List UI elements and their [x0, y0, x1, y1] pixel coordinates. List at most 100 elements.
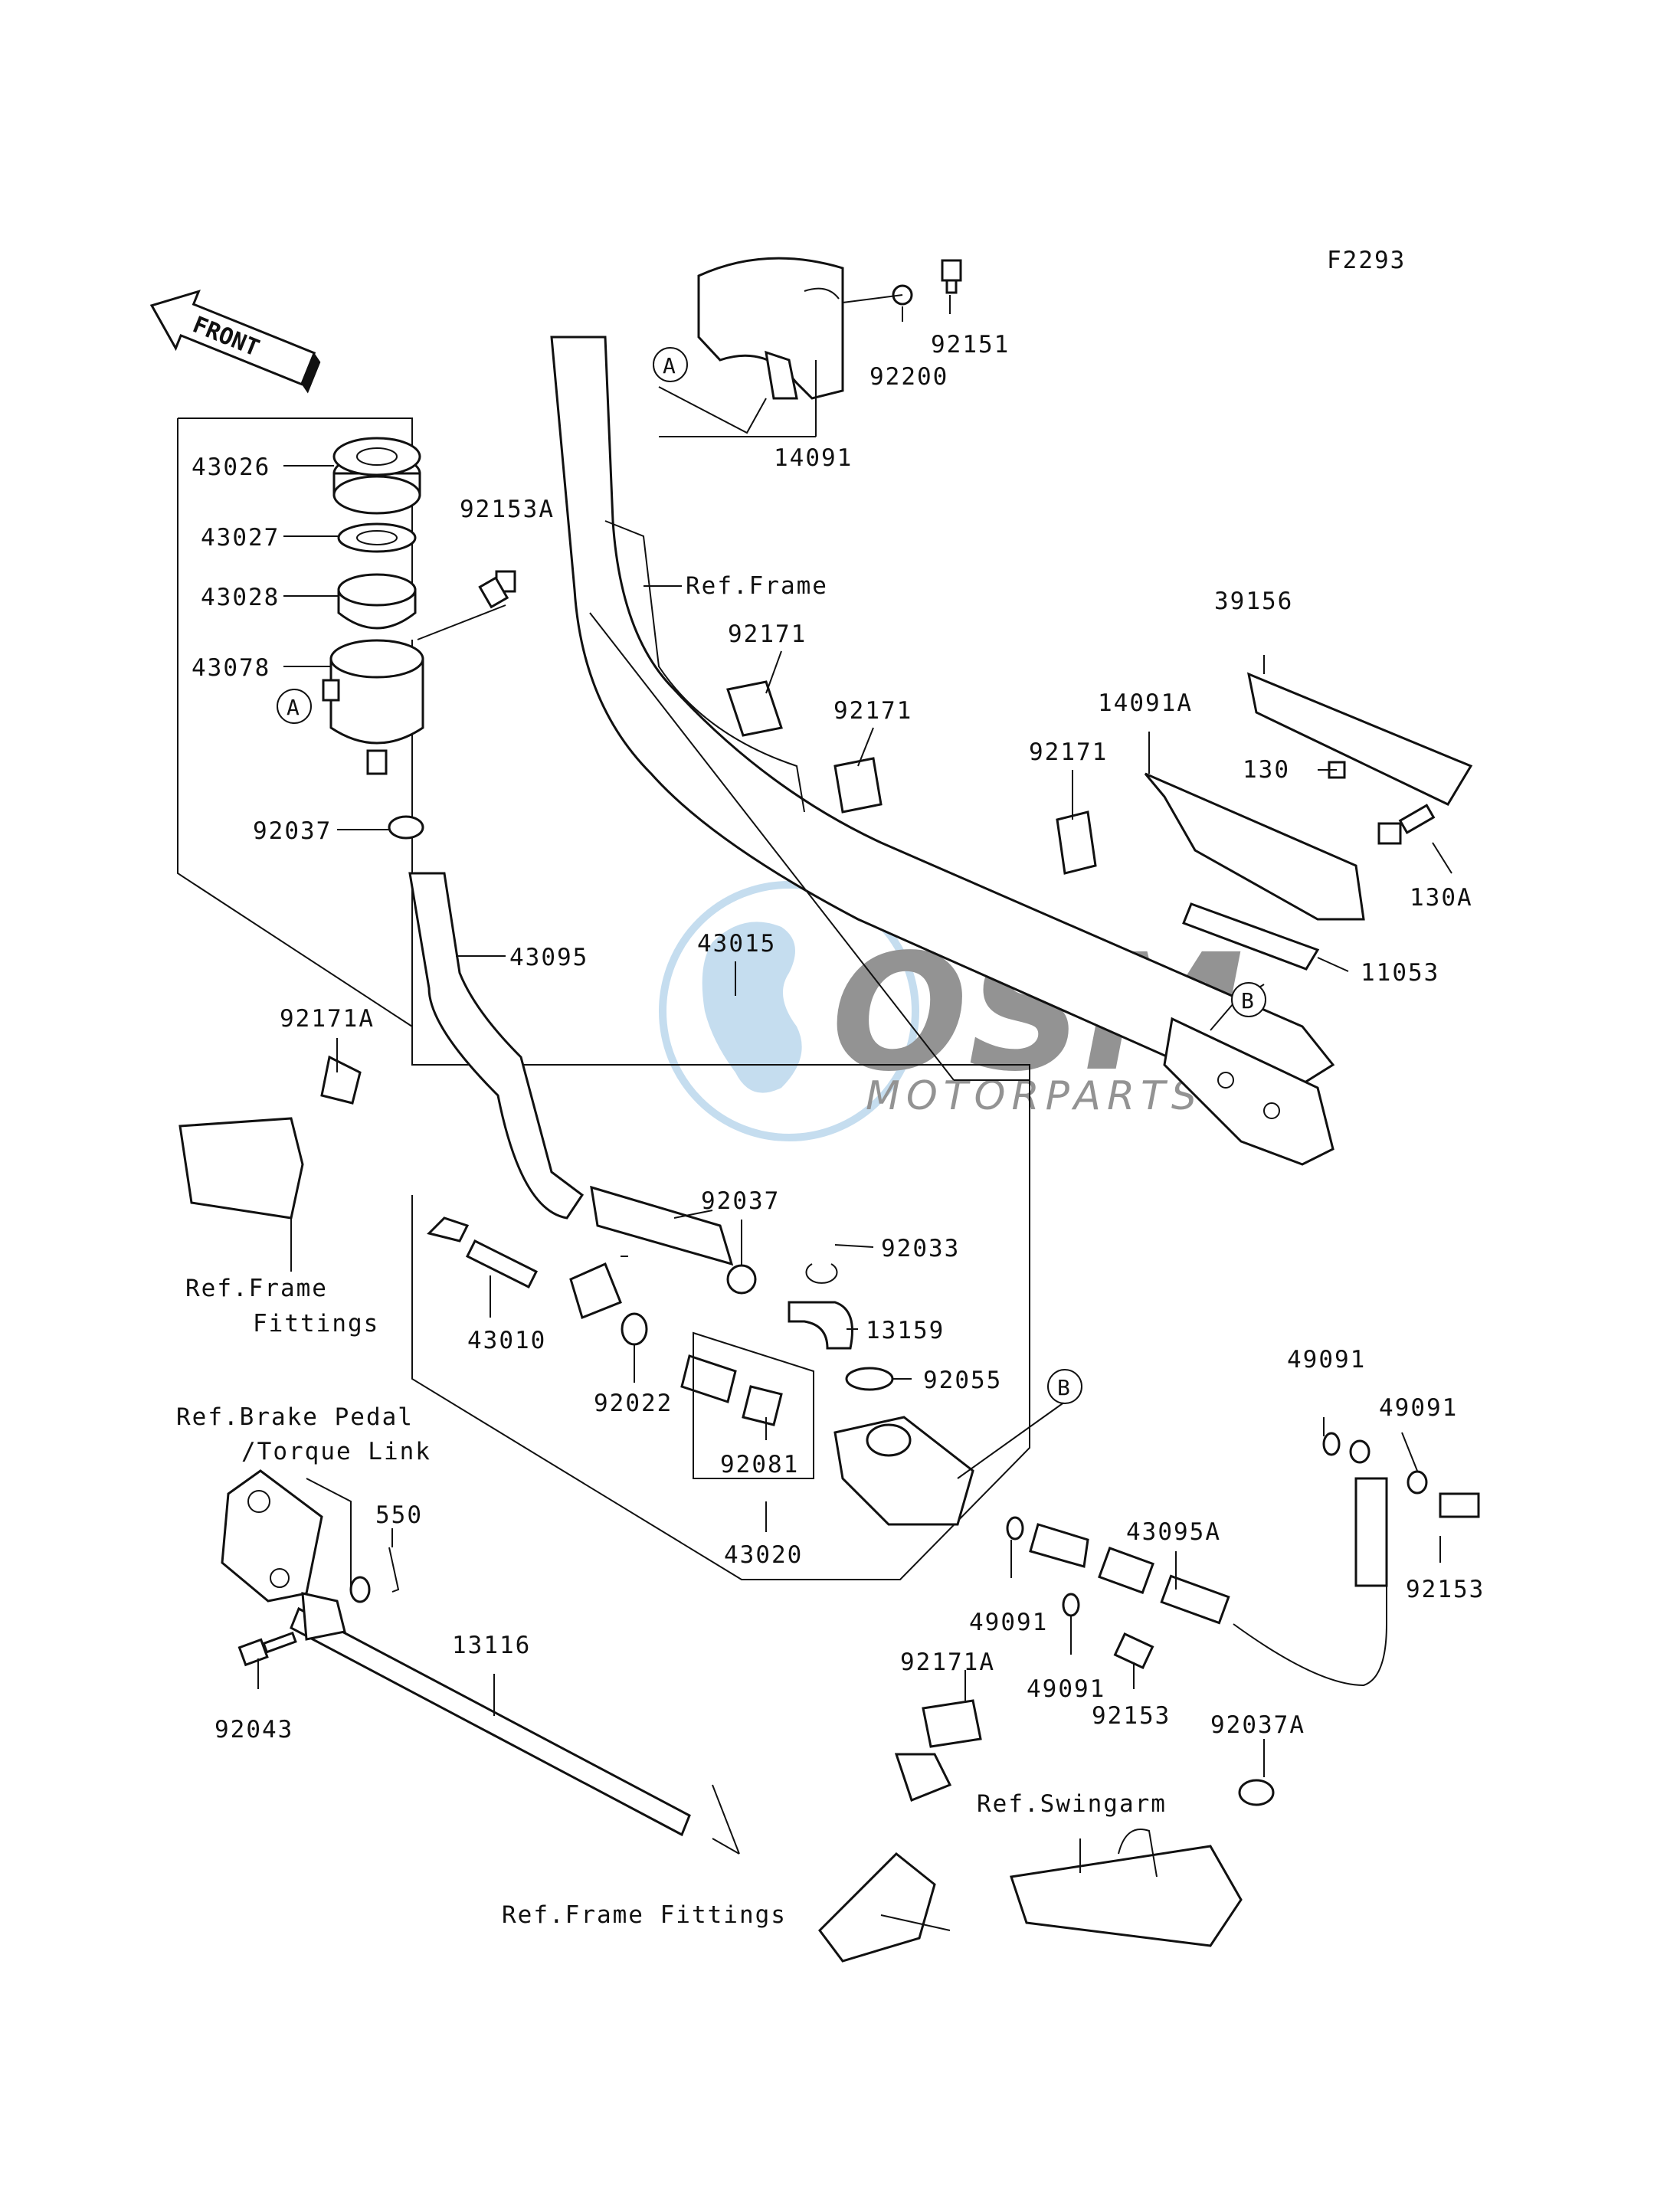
part-labels: 14091 92200 92151 43026 43027 43028 4307… [192, 331, 1485, 1744]
swingarm-fitting [1010, 1779, 1275, 1947]
part-label: 550 [375, 1501, 423, 1529]
reservoir-cap [332, 437, 421, 515]
push-rod-13116 [290, 1606, 691, 1837]
part-label: 43028 [201, 584, 280, 611]
part-label: 92055 [923, 1367, 1002, 1394]
bolt-92151 [941, 259, 962, 294]
part-label: 92171 [1029, 738, 1108, 766]
marker-a-reservoir: A [277, 689, 312, 724]
brake-pedal-frame [306, 1478, 352, 1593]
part-label: 92037 [701, 1187, 780, 1215]
part-label: 92033 [881, 1235, 960, 1262]
part-label: 49091 [969, 1609, 1048, 1636]
piston-group-frame [693, 1331, 814, 1479]
cotter-pin-550 [388, 1547, 400, 1593]
part-label: 92022 [594, 1390, 673, 1417]
part-label: 92171 [728, 620, 807, 648]
ref-swingarm: Ref.Swingarm [977, 1790, 1167, 1818]
hose-clamp [388, 815, 424, 840]
master-cylinder-body [833, 1416, 974, 1526]
push-rod-assembly [427, 1216, 622, 1320]
part-label: 49091 [1027, 1675, 1105, 1703]
part-label: 92081 [720, 1451, 799, 1478]
circlip-92033 [805, 1263, 838, 1284]
o-ring-92055 [845, 1367, 894, 1391]
part-label: 43010 [467, 1327, 546, 1354]
part-label: 13116 [452, 1632, 531, 1659]
svg-text:A: A [663, 353, 676, 378]
part-label: 92037A [1210, 1711, 1305, 1739]
ref-frame: Ref.Frame [686, 572, 828, 600]
leader-lines [257, 294, 1452, 1931]
diaphragm [337, 573, 417, 630]
svg-text:B: B [1057, 1375, 1070, 1400]
brake-hose-upper-fitting [1322, 1432, 1480, 1587]
frame-tube [550, 336, 1335, 1105]
brake-hose-fittings [1006, 1516, 1230, 1625]
diaphragm-plate [337, 522, 417, 553]
ref-frame-fittings-line1: Ref.Frame [185, 1275, 328, 1302]
part-label: 14091A [1098, 689, 1193, 717]
part-label: 49091 [1379, 1394, 1458, 1422]
push-rod-clevis [301, 1592, 346, 1641]
push-rod-ref-lines [712, 1784, 740, 1855]
bracket-cover [1246, 672, 1473, 806]
part-label: 92153A [460, 496, 555, 523]
watermark-continent-icon [702, 922, 802, 1093]
part-label: 92151 [931, 331, 1010, 359]
reference-labels: Ref.Frame Ref.Frame Fittings Ref.Brake P… [176, 572, 1167, 1929]
piston-assembly [680, 1354, 783, 1426]
marker-b-frame: B [1231, 982, 1266, 1017]
ref-frame-fittings-line2: Fittings [253, 1310, 379, 1338]
part-label: 92171 [833, 697, 912, 725]
bolt-130a [1377, 804, 1436, 845]
part-label: 14091 [774, 444, 853, 472]
part-label: 43026 [192, 453, 270, 481]
banjo-bolt-92153 [1113, 1632, 1154, 1670]
svg-text:B: B [1241, 988, 1254, 1013]
reservoir-hose-lower [590, 1185, 734, 1266]
frame-fittings-left [178, 1055, 362, 1220]
brake-pedal-link [221, 1469, 371, 1603]
frame-end-bracket [1163, 1017, 1335, 1166]
part-label: 43095A [1126, 1518, 1221, 1546]
plate-11053 [1182, 902, 1320, 971]
ref-brake-pedal-line2: /Torque Link [241, 1438, 431, 1465]
connector-13159 [788, 1301, 853, 1350]
part-label: 43078 [192, 654, 270, 682]
brake-hose [1233, 1578, 1387, 1687]
part-label: 130 [1243, 756, 1290, 784]
heat-guard [697, 257, 844, 400]
part-label: 92171A [900, 1649, 995, 1676]
diagram-code: F2293 [1327, 247, 1406, 274]
svg-text:A: A [287, 695, 300, 720]
part-label: 43027 [201, 524, 280, 552]
frame-clamp-1 [726, 680, 783, 737]
part-label: 92200 [869, 363, 948, 391]
part-label: 49091 [1287, 1346, 1366, 1374]
front-arrow-icon: FRONT [149, 290, 321, 394]
reservoir-body [322, 639, 424, 775]
bracket-14091a [1144, 772, 1365, 921]
reservoir-hose [408, 872, 585, 1220]
bolt-92153a [478, 570, 516, 609]
frame-fittings-bottom [818, 1699, 982, 1963]
frame-clamp-3 [1056, 810, 1097, 875]
part-label: 92171A [280, 1005, 375, 1033]
clevis-pin-92043 [237, 1631, 297, 1667]
part-label: 92037 [253, 817, 332, 845]
part-label: 92153 [1406, 1576, 1485, 1603]
part-label: 92043 [215, 1716, 293, 1744]
circlip-92022 [621, 1312, 648, 1346]
part-label: 130A [1410, 884, 1473, 912]
part-label: 39156 [1214, 588, 1293, 615]
part-label: 43095 [509, 944, 588, 971]
marker-a-top: A [653, 347, 688, 382]
part-label: 43015 [697, 930, 776, 958]
marker-b-cylinder: B [1047, 1369, 1082, 1404]
hose-clamp-2 [726, 1264, 757, 1295]
watermark-sub: MOTORPARTS [866, 1073, 1203, 1119]
part-label: 13159 [866, 1317, 945, 1344]
frame-tube-bracket [604, 520, 805, 813]
